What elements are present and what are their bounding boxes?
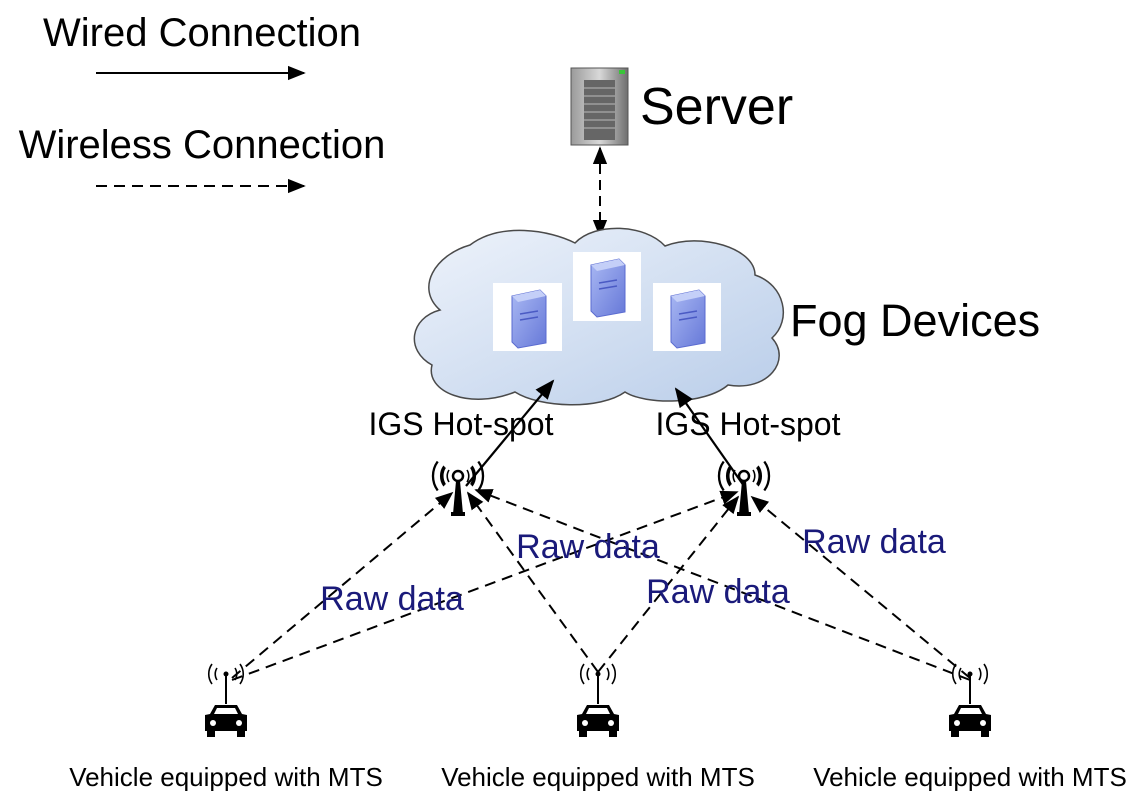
link-h1-fog (465, 379, 555, 487)
hotspot-2-label: IGS Hot-spot (656, 406, 841, 442)
raw-data-label-4: Raw data (646, 573, 790, 611)
server-label: Server (640, 78, 793, 136)
raw-data-label-3: Raw data (320, 580, 464, 618)
link-v1-h1 (231, 491, 454, 679)
vehicle-2-label: Vehicle equipped with MTS (441, 762, 755, 791)
vehicle-antenna-icon (579, 663, 617, 704)
car-icon (205, 705, 247, 737)
raw-data-label-2: Raw data (802, 523, 946, 561)
computer-tower-icon (573, 252, 641, 321)
hotspot-1-label: IGS Hot-spot (369, 406, 554, 442)
vehicle-antenna-icon (207, 663, 245, 704)
link-v3-h2 (750, 495, 971, 679)
vehicle-3-label: Vehicle equipped with MTS (813, 762, 1127, 791)
vehicle-antenna-icon (951, 663, 989, 704)
raw-data-label-1: Raw data (516, 528, 660, 566)
antenna-tower-icon (431, 460, 485, 516)
antenna-tower-icon (717, 460, 771, 516)
link-v2-h2 (597, 495, 740, 673)
link-v3-h1 (474, 489, 971, 681)
link-h2-fog (674, 387, 745, 487)
fog-devices-label: Fog Devices (790, 295, 1040, 346)
legend-wireless-label: Wireless Connection (19, 123, 386, 167)
wireless-links (231, 489, 971, 681)
server-tower-icon (570, 67, 629, 146)
vehicle-1-label: Vehicle equipped with MTS (69, 762, 383, 791)
computer-tower-icon (653, 283, 721, 351)
legend-wired-label: Wired Connection (43, 11, 361, 55)
car-icon (577, 705, 619, 737)
car-icon (949, 705, 991, 737)
link-v2-h1 (466, 491, 599, 673)
computer-tower-icon (493, 283, 562, 351)
